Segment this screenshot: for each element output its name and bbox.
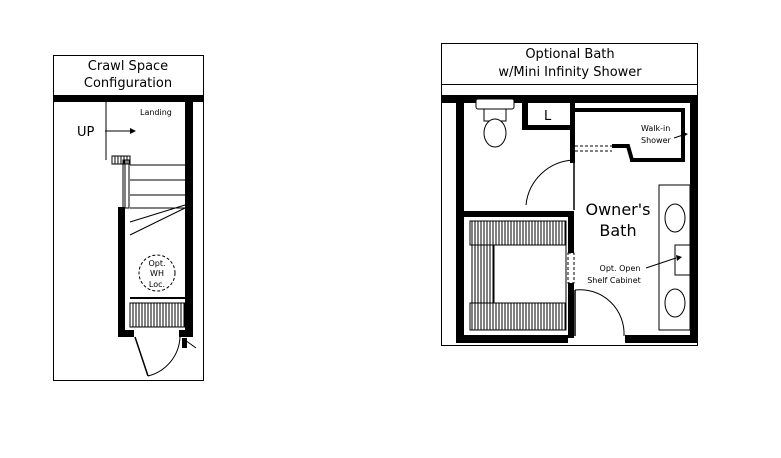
crawl-space-plan: Crawl Space Configuration U [53,55,204,381]
left-title-line1: Crawl Space [88,59,168,74]
shower-label-line1: Walk-in [641,124,670,133]
shower-label-line2: Shower [641,136,672,145]
bath-bottom-wall-right [625,335,698,343]
shower-leader-line [673,132,688,139]
stairs [105,102,186,236]
closet-door [134,336,197,377]
closet-top-wall [464,211,574,217]
right-wall [185,102,193,337]
bath-left-wall [456,103,464,338]
room-label-line1: Owner's [586,200,651,219]
water-heater-circle [138,254,176,292]
left-plan-frame [53,55,204,381]
right-title-line2: w/Mini Infinity Shower [498,65,642,80]
up-arrow-icon [105,128,136,134]
linen-label: L [544,109,552,124]
walk-in-shower [570,103,685,163]
bottom-wall-left [118,330,134,337]
cabinet-leader-line [645,255,682,269]
optional-bath-plan: Optional Bath w/Mini Infinity Shower L [441,43,698,346]
left-wall [118,207,125,337]
bathroom-door [525,159,575,210]
right-title-line1: Optional Bath [525,47,614,62]
sink-icon [664,203,686,233]
closet-right-wall-lower [568,283,574,338]
bath-right-wall [690,103,698,338]
linen-bottom-wall [522,125,570,130]
cabinet-label-line2: Shelf Cabinet [587,276,641,285]
left-title-line2: Configuration [84,76,172,91]
closet-top-rod [469,220,567,246]
bottom-wall-right [179,330,193,337]
closet-bottom-rod [469,302,567,331]
wh-label-line2: WH [150,269,164,278]
cabinet-label-line1: Opt. Open [600,264,641,273]
vanity [658,184,691,331]
open-shelf-cabinet [567,252,575,284]
bath-top-wall [441,95,698,103]
sink-icon [664,288,686,318]
wh-label-line3: Loc. [149,280,165,289]
up-label: UP [77,125,95,140]
wh-label-line1: Opt. [148,259,165,268]
linen-wall [522,103,528,129]
toilet-icon [475,98,515,148]
bath-bottom-wall-left [456,335,568,343]
closet-right-wall-upper [568,211,574,253]
lower-door [574,289,625,337]
landing-label: Landing [140,108,172,117]
shelf-hatch [129,302,186,328]
walk-in-closet [469,220,567,331]
room-label-line2: Bath [599,221,636,240]
top-wall [53,95,204,102]
